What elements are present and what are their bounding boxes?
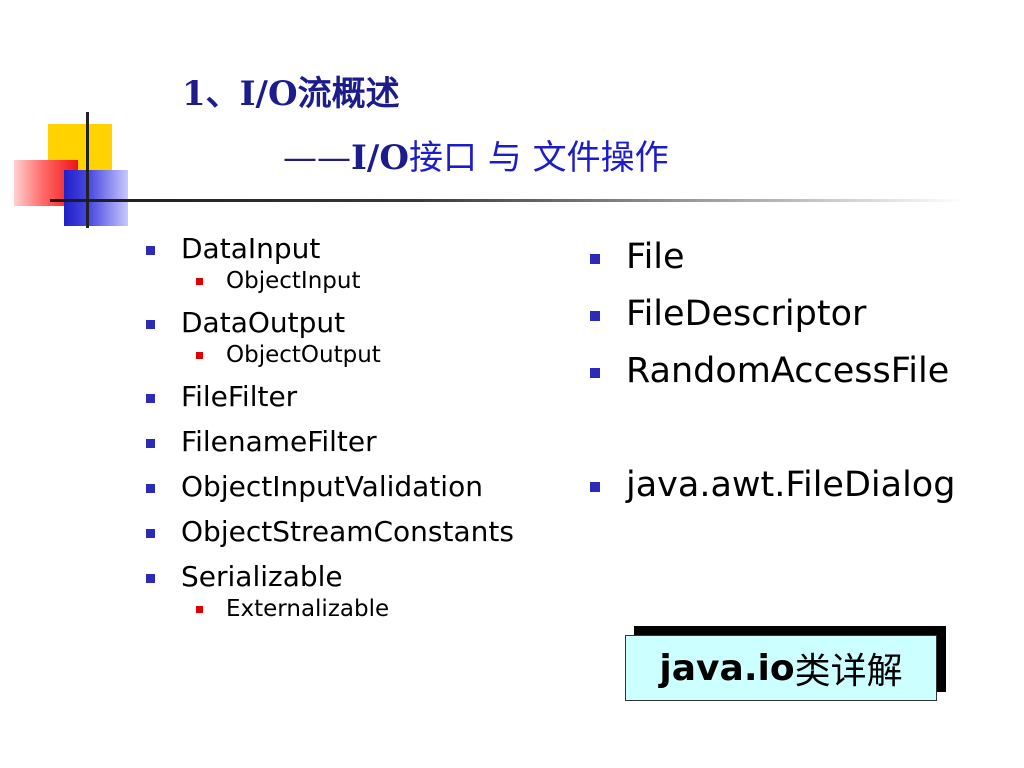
list-item: Serializable [146, 559, 514, 604]
list-item: DataOutput [146, 305, 514, 350]
decorative-vertical-line [86, 112, 89, 228]
bullet-square-icon [146, 439, 155, 448]
list-item: FileFilter [146, 379, 514, 424]
sub-list-item: ObjectInput [146, 268, 514, 305]
bullet-square-icon [590, 311, 600, 321]
callout-label-cjk: 类详解 [794, 651, 903, 692]
bullet-square-icon [146, 574, 155, 583]
slide-title: 1、I/O流概述 [182, 74, 400, 114]
bullet-square-icon [590, 254, 600, 264]
bullet-square-icon [590, 482, 600, 492]
list-item: FilenameFilter [146, 424, 514, 469]
list-item: java.awt.FileDialog [590, 463, 955, 520]
list-item: FileDescriptor [590, 292, 955, 349]
sub-list-item-label: Externalizable [226, 596, 390, 622]
bullet-square-icon [196, 606, 203, 613]
list-item-label: FilenameFilter [181, 425, 377, 458]
bullet-square-icon [146, 246, 155, 255]
bullet-square-icon [146, 394, 155, 403]
list-item: RandomAccessFile [590, 349, 955, 406]
bullet-square-icon [146, 484, 155, 493]
list-item-label: ObjectStreamConstants [181, 515, 514, 548]
slide-subtitle: ——I/O接口 与 文件操作 [283, 130, 669, 179]
class-list: File FileDescriptor RandomAccessFile jav… [590, 235, 955, 520]
sub-list-item-label: ObjectInput [226, 268, 361, 294]
list-item: ObjectInputValidation [146, 469, 514, 514]
list-item: DataInput [146, 231, 514, 276]
list-item-label: FileFilter [181, 380, 298, 413]
subtitle-dash: —— [283, 138, 351, 178]
interface-list: DataInput ObjectInput DataOutput ObjectO… [146, 231, 514, 633]
title-divider-line [50, 199, 964, 202]
subtitle-io: I/O [351, 138, 409, 178]
list-item-label: DataOutput [181, 306, 346, 339]
sub-list-item-label: ObjectOutput [226, 342, 381, 368]
list-item: File [590, 235, 955, 292]
decorative-blue-square [64, 170, 128, 226]
list-item-label: File [626, 237, 685, 277]
sub-list-item: ObjectOutput [146, 342, 514, 379]
bullet-square-icon [146, 529, 155, 538]
bullet-square-icon [196, 352, 203, 359]
list-item-label: RandomAccessFile [626, 351, 950, 391]
list-item-label: DataInput [181, 232, 321, 265]
list-item-label: java.awt.FileDialog [626, 465, 956, 505]
bullet-square-icon [590, 368, 600, 378]
bullet-square-icon [146, 320, 155, 329]
sub-list-item: Externalizable [146, 596, 514, 633]
list-item-label: ObjectInputValidation [181, 470, 483, 503]
list-item-label: FileDescriptor [626, 294, 867, 334]
list-item: ObjectStreamConstants [146, 514, 514, 559]
subtitle-text: 接口 与 文件操作 [408, 138, 669, 178]
list-item-label: Serializable [181, 560, 343, 593]
callout-label-latin: java.io [659, 647, 795, 689]
bullet-square-icon [196, 278, 203, 285]
